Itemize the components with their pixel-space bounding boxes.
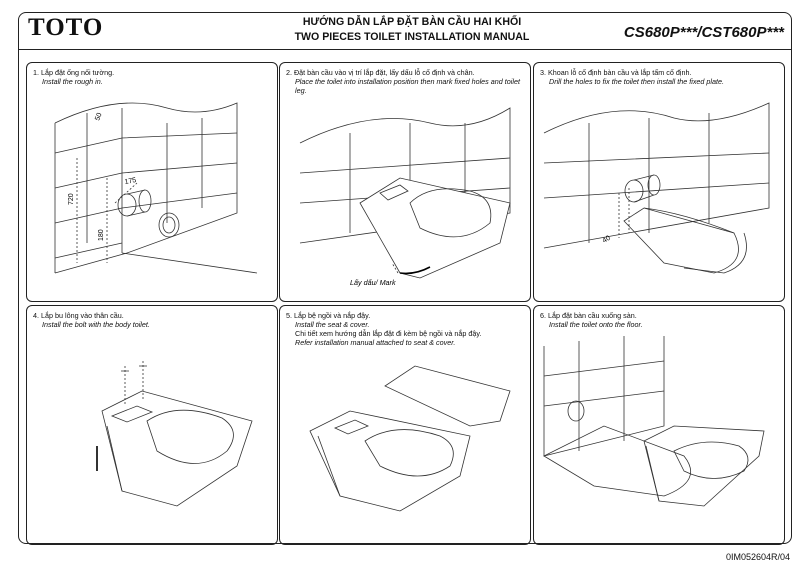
step-2-vn: 2. Đặt bàn cầu vào vị trí lắp đặt, lấy d… xyxy=(286,68,475,77)
step-3-caption: 3. Khoan lỗ cố định bàn cầu và lắp tấm c… xyxy=(540,68,780,86)
toto-logo: TOTO xyxy=(28,14,104,41)
step-5-vn2: Chi tiết xem hướng dẫn lắp đặt đi kèm bệ… xyxy=(295,329,482,338)
step-5-en: Install the seat & cover. xyxy=(295,320,370,329)
step-4-caption: 4. Lắp bu lông vào thân cầu. Install the… xyxy=(33,311,273,329)
mark-label: Lấy dấu/ Mark xyxy=(350,278,396,287)
dim-50: 50 xyxy=(94,112,103,122)
dim-180: 180 xyxy=(98,229,105,241)
step-3-en: Drill the holes to fix the toilet then i… xyxy=(549,77,724,86)
step-4-illustration xyxy=(96,361,253,507)
step-5-panel: 5. Lắp bệ ngồi và nắp đậy. Install the s… xyxy=(279,305,531,545)
step-1-caption: 1. Lắp đặt ống nối tường. Install the ro… xyxy=(33,68,273,86)
step-5-caption: 5. Lắp bệ ngồi và nắp đậy. Install the s… xyxy=(286,311,526,347)
step-6-illustration xyxy=(543,336,765,507)
step-1-panel: 1. Lắp đặt ống nối tường. Install the ro… xyxy=(26,62,278,302)
step-5-illustration xyxy=(309,365,511,512)
step-6-vn: 6. Lắp đặt bàn cầu xuống sàn. xyxy=(540,311,637,320)
step-5-vn: 5. Lắp bệ ngồi và nắp đậy. xyxy=(286,311,371,320)
title-en: TWO PIECES TOILET INSTALLATION MANUAL xyxy=(294,31,530,43)
document-id: 0IM052604R/04 xyxy=(725,552,790,562)
step-3-illustration: 40 xyxy=(543,102,770,274)
dim-175: 175 xyxy=(124,177,137,186)
step-3-panel: 3. Khoan lỗ cố định bàn cầu và lắp tấm c… xyxy=(533,62,785,302)
step-5-en2: Refer installation manual attached to se… xyxy=(295,338,456,347)
step-6-caption: 6. Lắp đặt bàn cầu xuống sàn. Install th… xyxy=(540,311,780,329)
step-6-en: Install the toilet onto the floor. xyxy=(549,320,643,329)
step-4-en: Install the bolt with the body toilet. xyxy=(42,320,150,329)
step-2-caption: 2. Đặt bàn cầu vào vị trí lắp đặt, lấy d… xyxy=(286,68,526,95)
step-6-panel: 6. Lắp đặt bàn cầu xuống sàn. Install th… xyxy=(533,305,785,545)
step-2-en: Place the toilet into installation posit… xyxy=(295,77,520,95)
step-1-illustration: 50 175 720 180 xyxy=(54,102,258,274)
step-1-en: Install the rough in. xyxy=(42,77,103,86)
step-1-vn: 1. Lắp đặt ống nối tường. xyxy=(33,68,115,77)
dim-720: 720 xyxy=(68,193,75,205)
step-2-illustration: Lấy dấu/ Mark xyxy=(299,107,511,287)
step-4-vn: 4. Lắp bu lông vào thân cầu. xyxy=(33,311,124,320)
title-vn: HƯỚNG DẪN LẮP ĐẶT BÀN CẦU HAI KHỐI xyxy=(302,16,522,28)
step-3-vn: 3. Khoan lỗ cố định bàn cầu và lắp tấm c… xyxy=(540,68,692,77)
step-2-panel: 2. Đặt bàn cầu vào vị trí lắp đặt, lấy d… xyxy=(279,62,531,302)
step-4-panel: 4. Lắp bu lông vào thân cầu. Install the… xyxy=(26,305,278,545)
model-number: CS680P***/CST680P*** xyxy=(623,24,784,41)
header-divider xyxy=(18,49,792,50)
dim-40: 40 xyxy=(602,235,612,245)
manual-title: HƯỚNG DẪN LẮP ĐẶT BÀN CẦU HAI KHỐI TWO P… xyxy=(262,15,562,45)
page-frame xyxy=(18,12,792,544)
